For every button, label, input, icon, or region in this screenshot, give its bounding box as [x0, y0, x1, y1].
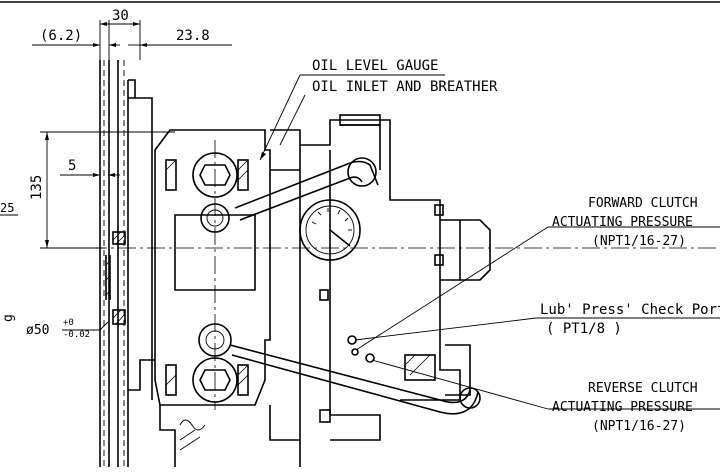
label-forward-line2: ACTUATING PRESSURE: [552, 215, 693, 230]
dim-30: 30: [112, 8, 129, 24]
label-forward-line3: (NPT1/16-27): [592, 234, 686, 249]
lub-check-port: [347, 335, 357, 345]
oil-pipe-upper: [234, 157, 379, 221]
label-lub-line2: ( PT1/8 ): [546, 321, 622, 337]
oil-pipe-lower: [229, 344, 481, 415]
dim-25-fragment: 25: [0, 201, 14, 215]
dim-135: 135: [29, 175, 45, 200]
dim-left-fragment: g: [1, 314, 16, 322]
leader-oil-inlet: [279, 94, 306, 146]
label-reverse-line2: ACTUATING PRESSURE: [552, 400, 693, 415]
valve-body: [270, 114, 491, 441]
dim-5: 5: [68, 158, 76, 174]
label-oil-inlet-breather: OIL INLET AND BREATHER: [312, 79, 498, 95]
reverse-port: [365, 353, 375, 363]
flywheel-plate: [99, 60, 155, 467]
dim-phi50: ø50: [26, 323, 49, 338]
dimension-top-group: [32, 20, 232, 60]
dim-phi50-tol-lower: -0.02: [63, 330, 90, 340]
dim-6-2: (6.2): [40, 28, 82, 44]
label-lub-line1: Lub' Press' Check Port: [540, 302, 720, 318]
pressure-gauge: [299, 199, 361, 261]
label-oil-level-gauge: OIL LEVEL GAUGE: [312, 58, 438, 74]
label-forward-line1: FORWARD CLUTCH: [588, 196, 698, 211]
gearbox-housing: [151, 129, 301, 467]
dim-23-8: 23.8: [176, 28, 210, 44]
dim-phi50-tol-upper: +0: [63, 318, 74, 328]
label-reverse-line1: REVERSE CLUTCH: [588, 381, 698, 396]
forward-port: [351, 348, 359, 356]
label-reverse-line3: (NPT1/16-27): [592, 419, 686, 434]
